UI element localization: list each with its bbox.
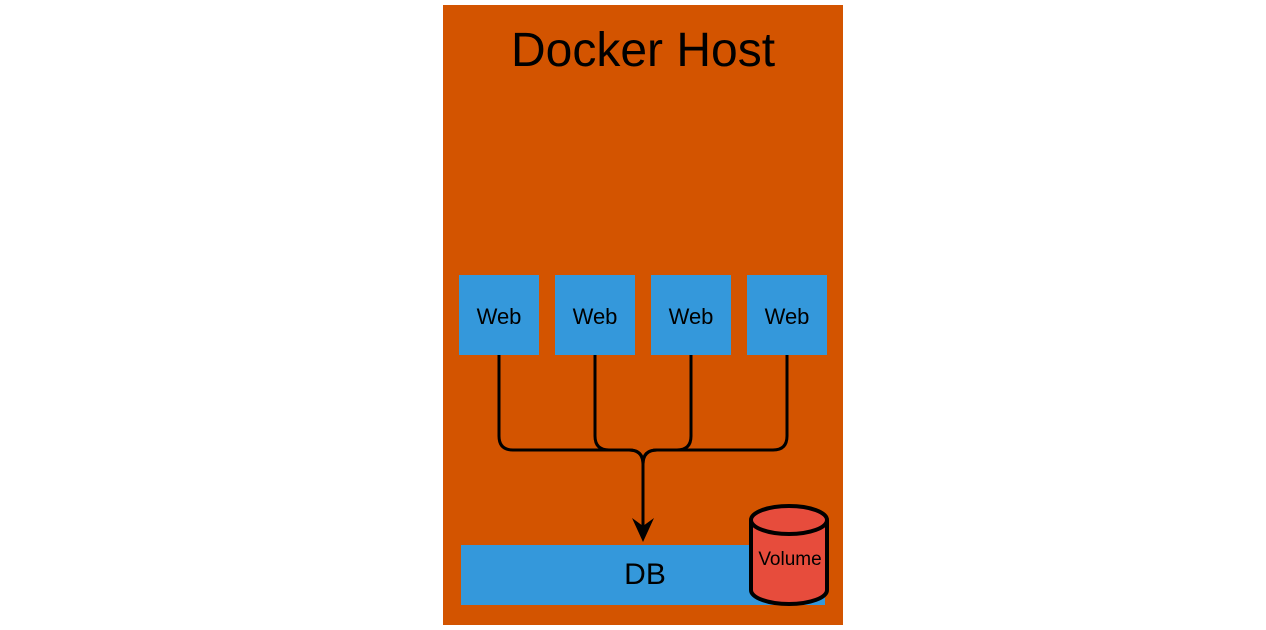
connector-web-4: [641, 355, 789, 528]
web-node-2[interactable]: Web: [555, 275, 635, 355]
connector-lines: [497, 355, 789, 528]
web-node-4[interactable]: Web: [747, 275, 827, 355]
web-node-label: Web: [477, 304, 522, 329]
web-node-label: Web: [669, 304, 714, 329]
web-node-3[interactable]: Web: [651, 275, 731, 355]
db-label: DB: [624, 558, 666, 591]
web-node-box: [651, 275, 731, 355]
arrowhead-icon: [632, 518, 654, 542]
docker-host-title: Docker Host: [511, 24, 775, 77]
web-node-box: [459, 275, 539, 355]
volume-node[interactable]: Volume: [749, 504, 829, 606]
web-node-1[interactable]: Web: [459, 275, 539, 355]
cylinder-top-rim: [749, 519, 829, 536]
web-node-label: Web: [765, 304, 810, 329]
web-node-box: [747, 275, 827, 355]
web-node-box: [555, 275, 635, 355]
web-node-label: Web: [573, 304, 618, 329]
volume-label: Volume: [758, 549, 821, 570]
